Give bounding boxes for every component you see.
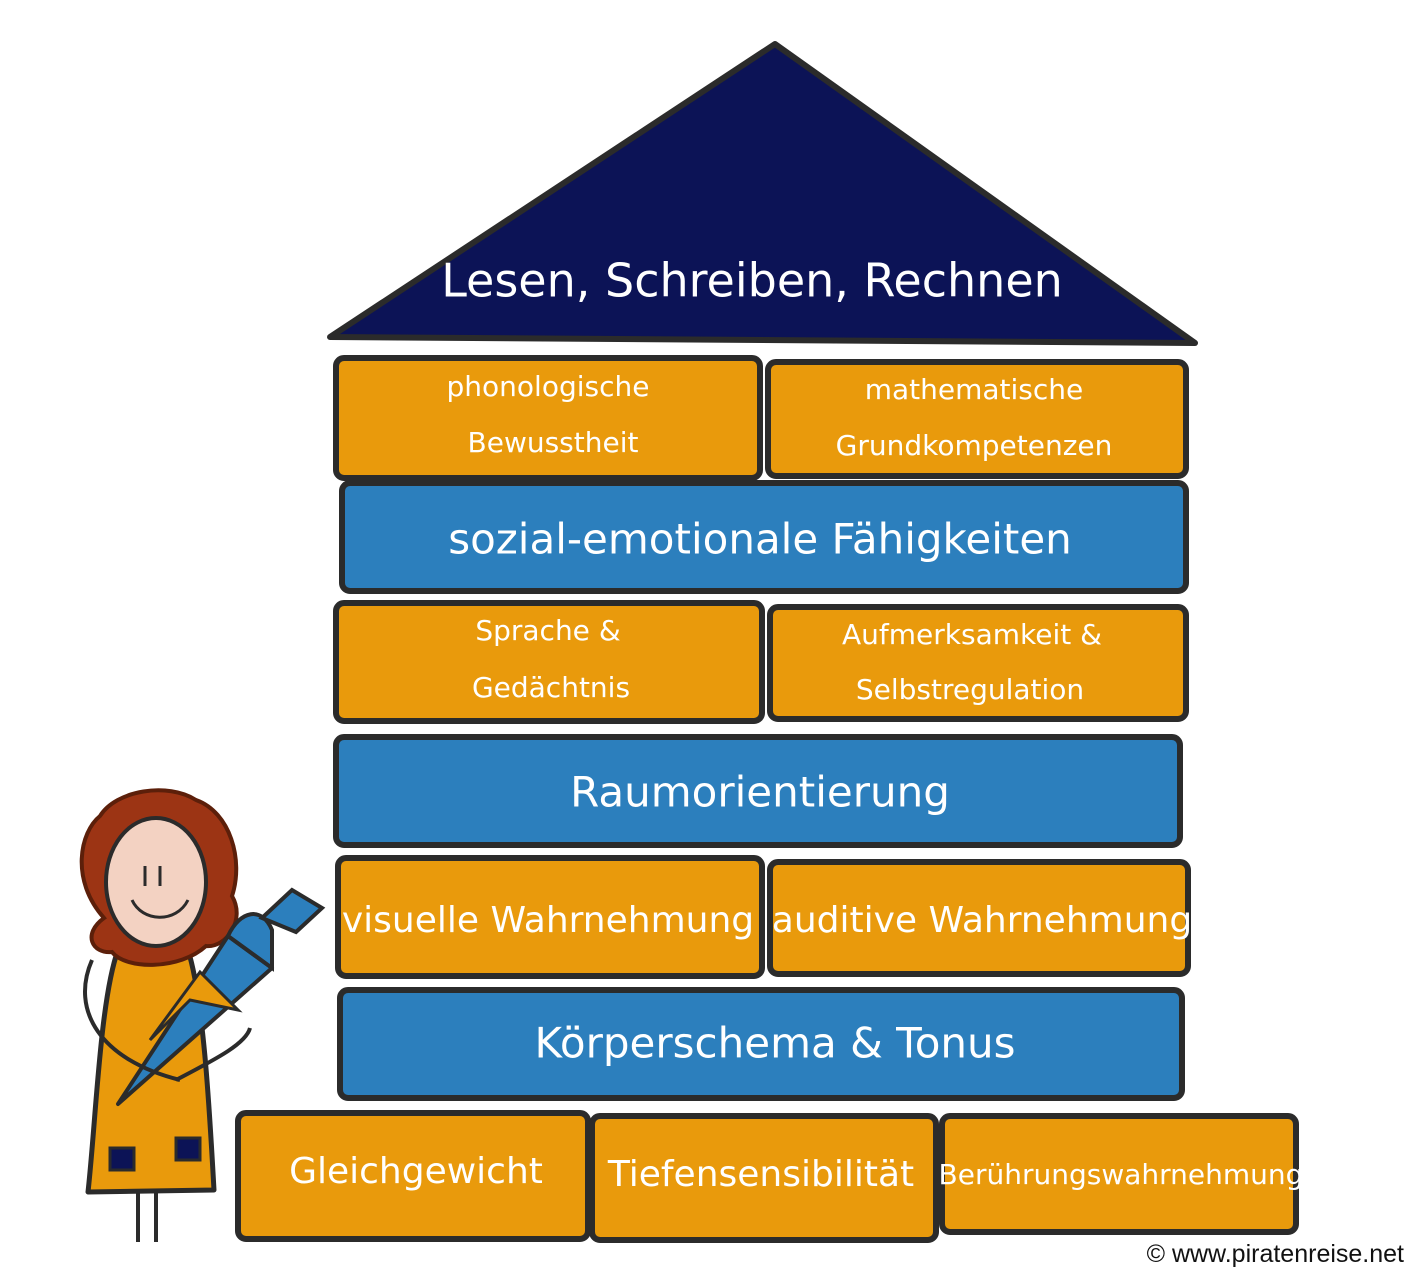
brick-label: Körperschema & Tonus [534, 1019, 1015, 1068]
row-3: Sprache & Gedächtnis Aufmerksamkeit & Se… [333, 600, 1189, 724]
roof-label: Lesen, Schreiben, Rechnen [441, 254, 1063, 308]
roof-shape [327, 41, 1198, 346]
brick-label: Raumorientierung [570, 768, 950, 817]
girl-with-school-cone-icon [79, 788, 326, 1242]
brick-mathematische-grundkompetenzen [765, 359, 1189, 479]
brick-beruehrungswahrnehmung [939, 1113, 1299, 1235]
brick-koerperschema-tonus [337, 987, 1185, 1101]
brick-label-line-2: Bewusstheit [468, 426, 639, 459]
brick-sozial-emotionale-faehigkeiten [339, 480, 1189, 594]
brick-sprache-gedaechtnis [333, 600, 765, 724]
brick-phonologische-bewusstheit [333, 355, 763, 481]
brick-label-line-1: phonologische [447, 370, 650, 403]
brick-raumorientierung [333, 734, 1183, 848]
brick-tiefensensibilitaet [589, 1113, 939, 1243]
brick-aufmerksamkeit-selbstregulation [767, 604, 1189, 722]
brick-label: visuelle Wahrnehmung [342, 900, 754, 941]
roof: Lesen, Schreiben, Rechnen [327, 41, 1198, 346]
row-1: phonologische Bewusstheit mathematische … [333, 355, 1189, 481]
brick-gleichgewicht [235, 1110, 591, 1242]
brick-label-line-1: Aufmerksamkeit & [842, 618, 1102, 651]
brick-label-line-1: mathematische [865, 373, 1084, 406]
brick-label-line-1: Sprache & [475, 614, 620, 647]
row-4: Raumorientierung [333, 734, 1183, 848]
brick-label: Berührungswahrnehmung [939, 1158, 1304, 1191]
copyright-text: © www.piratenreise.net [1146, 1240, 1404, 1268]
brick-label-line-2: Grundkompetenzen [836, 429, 1113, 462]
brick-label: sozial-emotionale Fähigkeiten [448, 515, 1072, 564]
row-2: sozial-emotionale Fähigkeiten [339, 480, 1189, 594]
brick-auditive-wahrnehmung [767, 859, 1191, 977]
brick-label: Tiefensensibilität [607, 1154, 914, 1195]
brick-label: Gleichgewicht [289, 1151, 543, 1192]
row-7: Gleichgewicht Tiefensensibilität Berühru… [235, 1110, 1304, 1243]
brick-visuelle-wahrnehmung [335, 855, 765, 979]
row-6: Körperschema & Tonus [337, 987, 1185, 1101]
brick-label-line-2: Selbstregulation [856, 673, 1084, 706]
brick-label: auditive Wahrnehmung [772, 900, 1192, 941]
row-5: visuelle Wahrnehmung auditive Wahrnehmun… [335, 855, 1192, 979]
brick-label-line-2: Gedächtnis [472, 671, 630, 704]
